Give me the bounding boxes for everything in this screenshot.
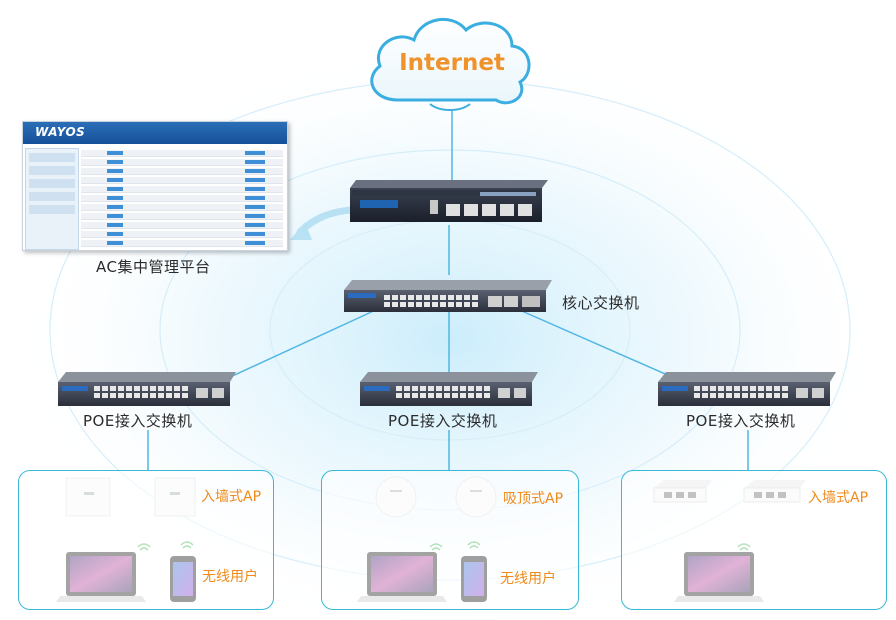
ap-group-box-3 [621,470,887,610]
ac-platform-label: AC集中管理平台 [96,258,211,276]
core-switch-device [344,280,552,312]
arrow-head-icon [290,222,312,240]
user-label-1: 无线用户 [202,569,258,585]
ap-label-1: 入墙式AP [201,489,262,505]
ap-group-box-2 [321,470,579,610]
poe-switch-device-1 [58,372,236,406]
core-switch-label: 核心交换机 [562,294,640,312]
internet-label: Internet [399,50,505,76]
poe-switch-label-2: POE接入交换机 [388,412,498,430]
poe-switch-label-3: POE接入交换机 [686,412,796,430]
ap-group-box-1 [18,470,274,610]
screen-sidebar [25,148,79,250]
poe-switch-label-1: POE接入交换机 [83,412,193,430]
ap-label-2: 吸顶式AP [503,491,564,507]
screen-table [81,148,283,248]
connection-lines [147,110,749,470]
screen-header: WAYOS [23,122,287,144]
ac-management-screen: WAYOS [22,121,288,251]
poe-switch-device-3 [658,372,836,406]
router-device [350,180,548,222]
user-label-2: 无线用户 [500,571,556,587]
internet-cloud-icon [370,18,531,111]
screen-brand-logo: WAYOS [35,125,86,139]
poe-switch-device-2 [360,372,538,406]
ap-label-3: 入墙式AP [808,490,869,506]
